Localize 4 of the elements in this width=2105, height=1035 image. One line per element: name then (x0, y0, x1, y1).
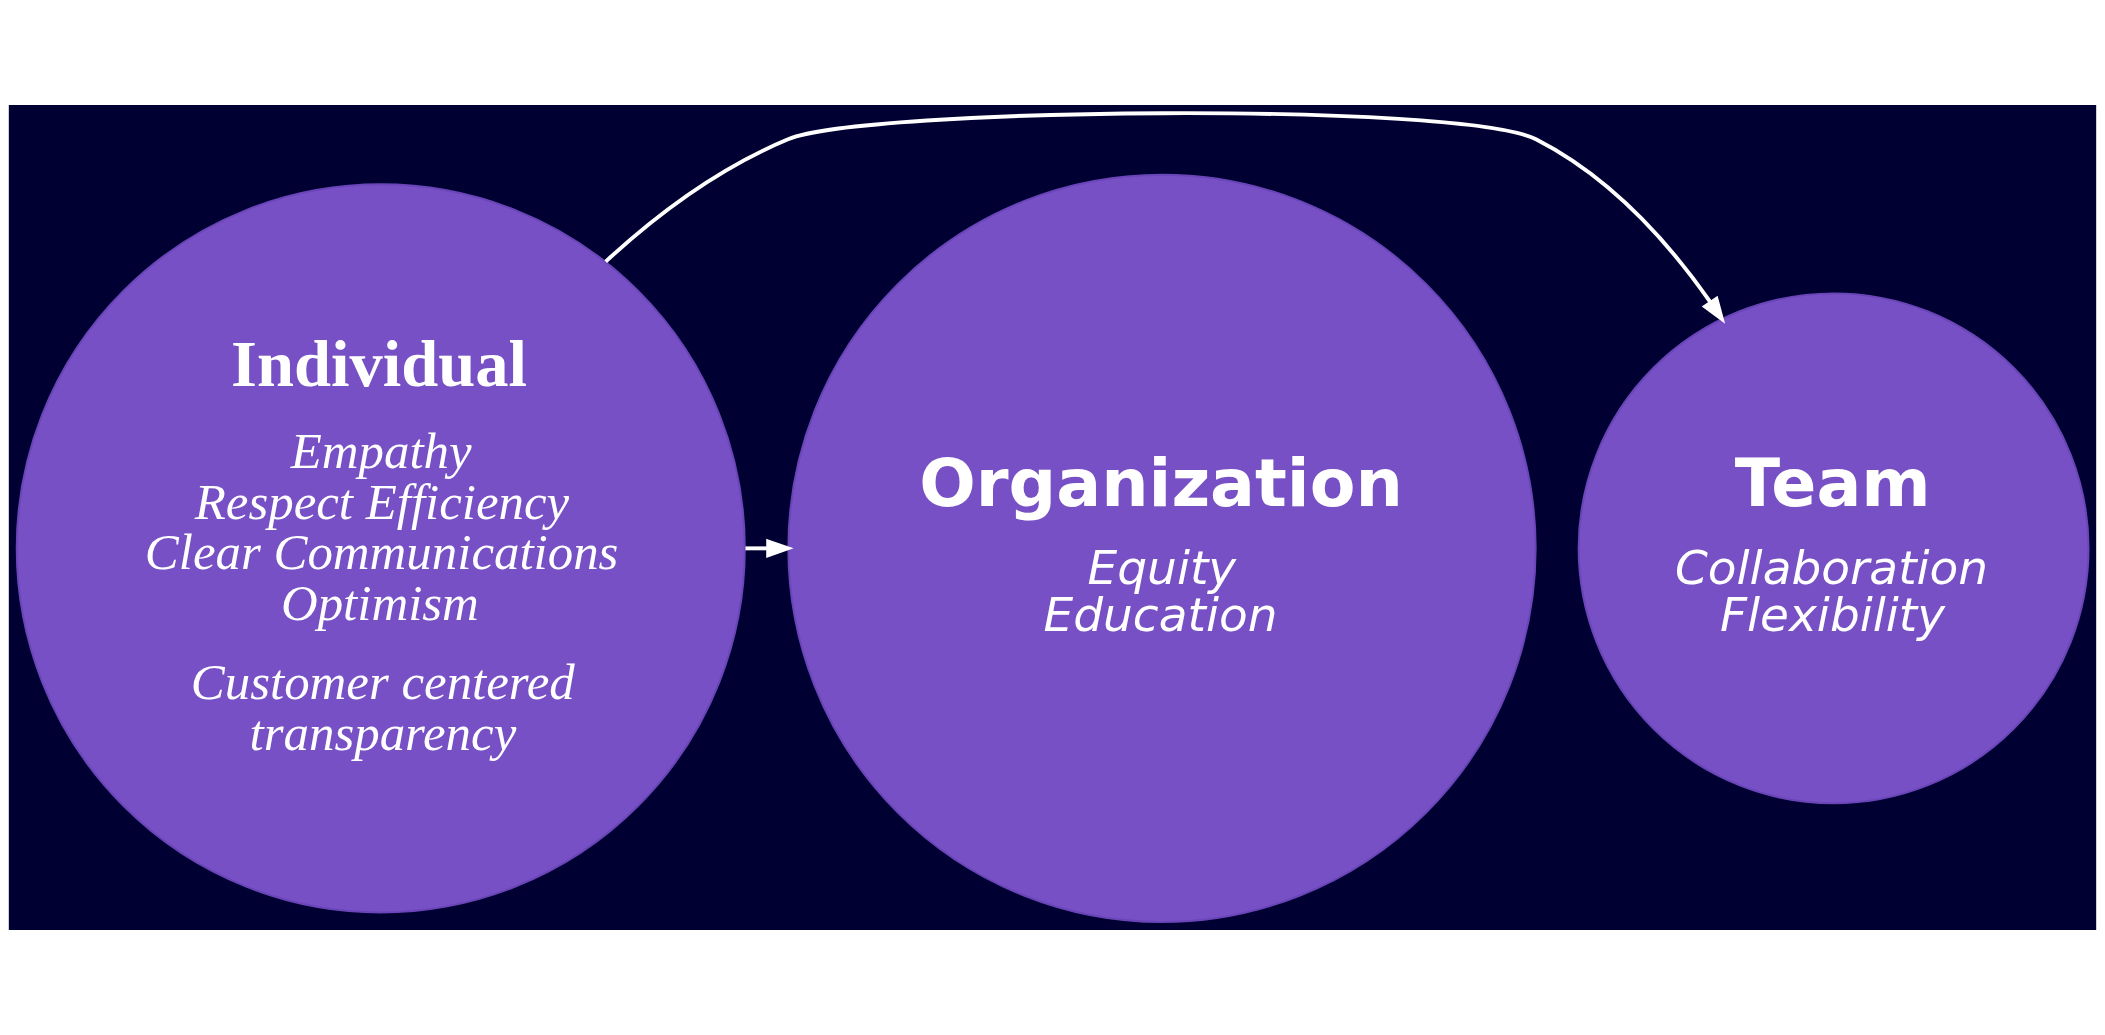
node-circle: Organization Equity Education (787, 173, 1537, 923)
arrow (604, 111, 1726, 324)
node-circle: Individual Empathy Respect Efficiency Clear Communications Optimism Customer centered transparency (15, 183, 746, 914)
arrow (745, 538, 794, 558)
